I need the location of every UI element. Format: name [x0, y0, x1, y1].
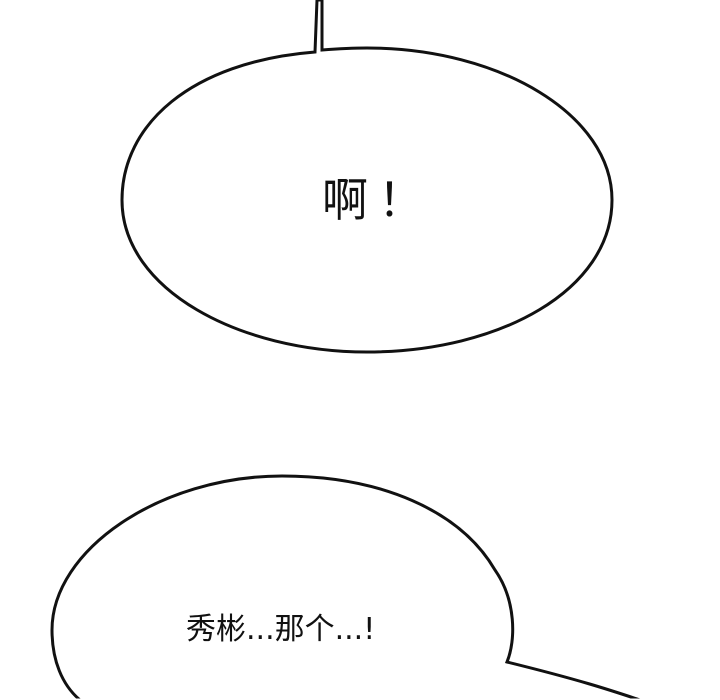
speech-text-bottom: 秀彬...那个...! — [186, 612, 376, 647]
speech-bubble-top-outline — [120, 0, 614, 354]
speech-bubble-bottom-outline — [50, 474, 641, 700]
speech-text-top: 啊！ — [322, 173, 434, 227]
bottom-edge-mask — [70, 698, 650, 700]
speech-bubble-bottom — [50, 474, 650, 700]
speech-bubble-top — [120, 0, 614, 354]
